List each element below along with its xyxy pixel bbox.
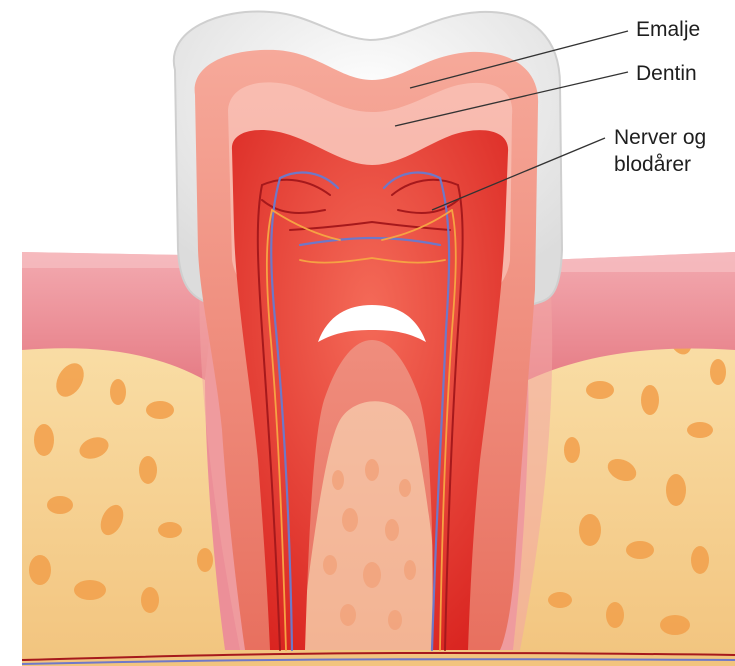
label-nerves-line-1: Nerver og bbox=[614, 124, 706, 151]
label-dentin: Dentin bbox=[636, 60, 697, 87]
label-nerves-and-vessels: Nerver og blodårer bbox=[614, 124, 706, 178]
label-nerves-line-2: blodårer bbox=[614, 151, 706, 178]
label-enamel: Emalje bbox=[636, 16, 700, 43]
